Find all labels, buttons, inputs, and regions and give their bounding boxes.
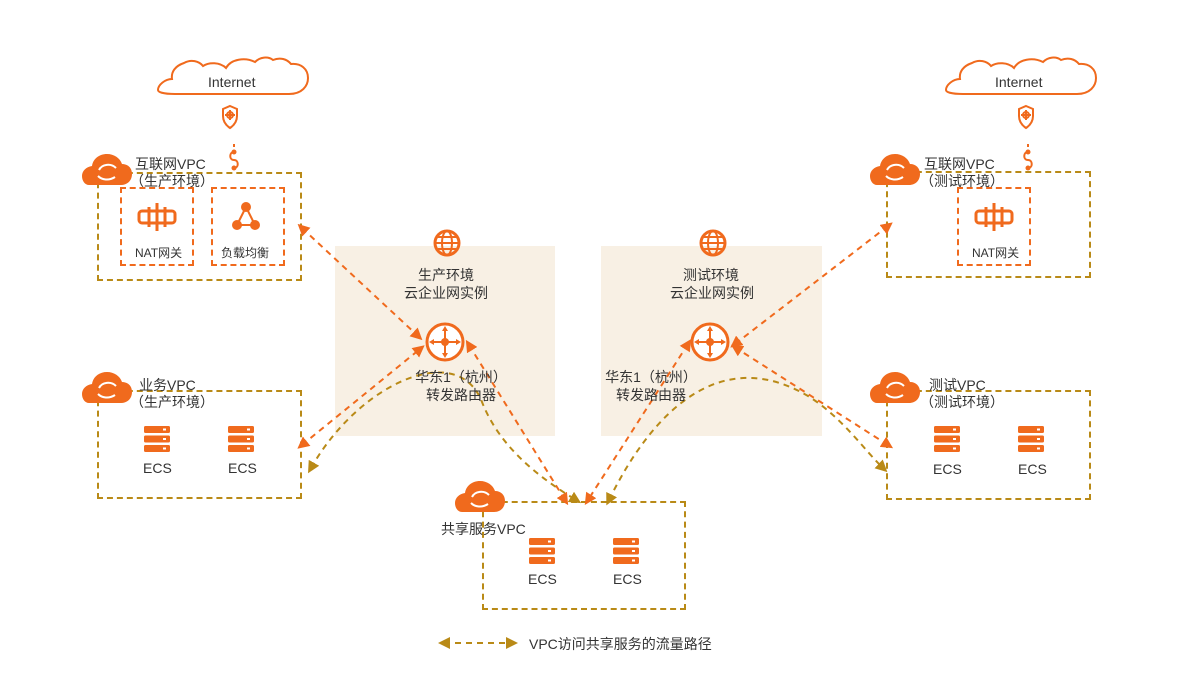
test-traffic-path: [606, 377, 888, 506]
cloud-icon: [82, 372, 132, 403]
test-ecs-1-label: ECS: [933, 461, 962, 477]
prod-lb-box: [211, 187, 285, 266]
prod-cen-title-1: 生产环境: [418, 267, 474, 283]
prod-cen-title-2: 云企业网实例: [404, 285, 488, 301]
router-icon: [690, 322, 730, 362]
prod-router-title-2: 转发路由器: [426, 387, 496, 403]
prod-nat-label: NAT网关: [135, 246, 183, 260]
server-icon: [228, 426, 254, 452]
shared-service-vpc-box: [482, 501, 686, 610]
shared-vpc-title: 共享服务VPC: [441, 521, 526, 537]
test-internet-vpc-title-2: （测试环境）: [920, 173, 1004, 189]
test-shared-link: [584, 338, 692, 506]
link-icon: [229, 144, 239, 171]
internet-label-right: Internet: [995, 74, 1043, 90]
cloud-icon: [82, 154, 132, 185]
test-nat-box: [957, 187, 1031, 266]
globe-icon: [433, 229, 461, 257]
test-ecs-2-label: ECS: [1018, 461, 1047, 477]
cloud-icon: [870, 154, 920, 185]
test-router-title-1: 华东1（杭州）: [605, 369, 697, 385]
legend-label: VPC访问共享服务的流量路径: [529, 636, 712, 652]
shield-icon: [1018, 104, 1034, 130]
server-icon: [934, 426, 960, 452]
shared-ecs-1-label: ECS: [528, 571, 557, 587]
test-internet-vpc-title-1: 互联网VPC: [924, 156, 995, 172]
prod-internet-vpc-title-2: （生产环境）: [130, 173, 214, 189]
test-vpc-title-2: （测试环境）: [920, 394, 1004, 410]
internet-cloud-left: [156, 56, 310, 95]
server-icon: [144, 426, 170, 452]
load-balancer-icon: [232, 202, 260, 230]
test-cen-title-2: 云企业网实例: [670, 285, 754, 301]
prod-top-link: [297, 223, 423, 341]
internet-cloud-right: [944, 56, 1098, 95]
prod-bottom-link: [297, 345, 425, 449]
shield-icon: [222, 104, 238, 130]
test-vpc-title-1: 测试VPC: [929, 377, 986, 393]
test-nat-label: NAT网关: [972, 246, 1020, 260]
prod-ecs-1-label: ECS: [143, 460, 172, 476]
server-icon: [529, 538, 555, 564]
prod-traffic-path: [308, 371, 582, 504]
prod-internet-vpc-title-1: 互联网VPC: [135, 156, 206, 172]
link-icon: [1023, 144, 1033, 171]
shared-ecs-2-label: ECS: [613, 571, 642, 587]
test-cen-title-1: 测试环境: [683, 267, 739, 283]
prod-shared-link: [465, 339, 569, 506]
cloud-icon: [455, 481, 505, 512]
test-router-title-2: 转发路由器: [616, 387, 686, 403]
server-icon: [1018, 426, 1044, 452]
server-icon: [613, 538, 639, 564]
nat-gateway-icon: [974, 203, 1014, 231]
cloud-icon: [870, 372, 920, 403]
prod-nat-box: [120, 187, 194, 266]
globe-icon: [699, 229, 727, 257]
prod-business-vpc-title-1: 业务VPC: [139, 377, 196, 393]
prod-router-title-1: 华东1（杭州）: [415, 369, 507, 385]
internet-label-left: Internet: [208, 74, 256, 90]
prod-ecs-2-label: ECS: [228, 460, 257, 476]
prod-business-vpc-title-2: （生产环境）: [130, 394, 214, 410]
nat-gateway-icon: [137, 203, 177, 231]
test-bottom-link: [730, 344, 894, 449]
prod-lb-label: 负载均衡: [221, 246, 270, 260]
router-icon: [425, 322, 465, 362]
